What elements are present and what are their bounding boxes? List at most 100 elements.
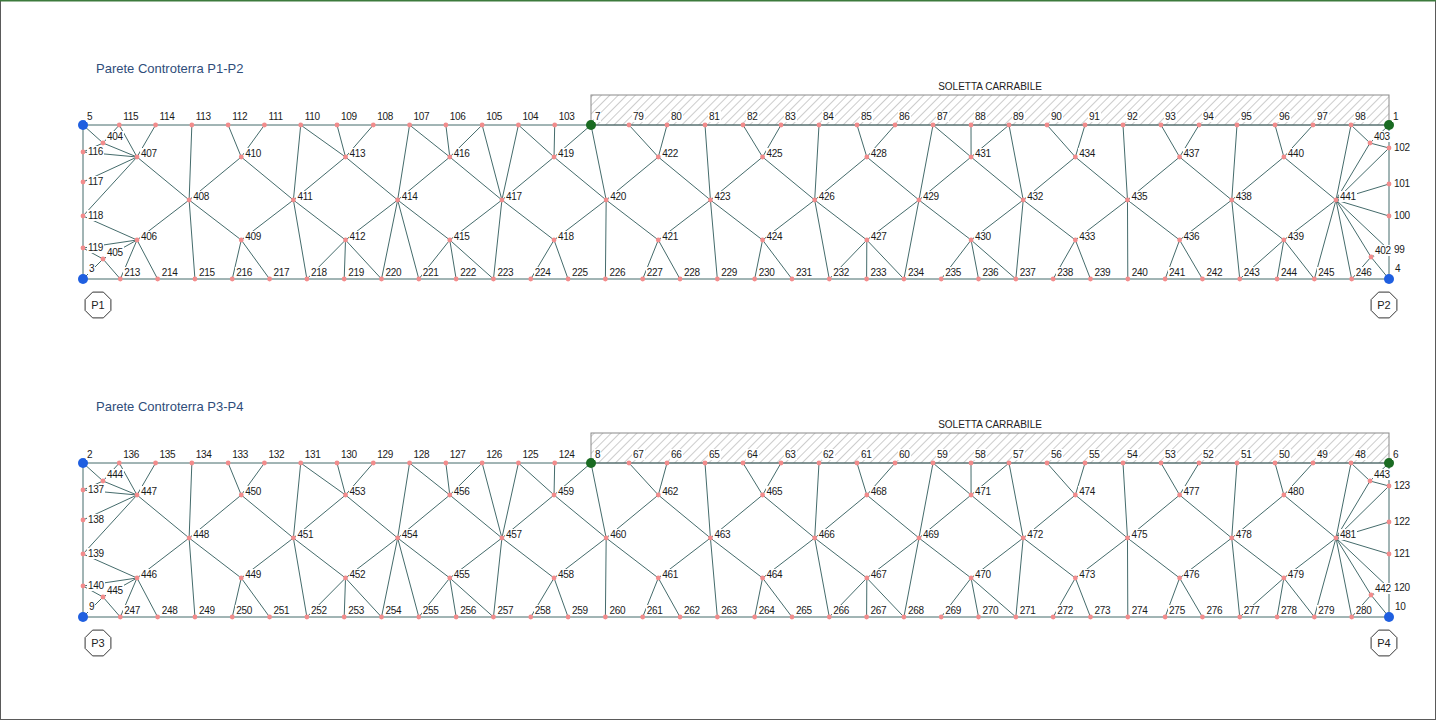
node-number: 9 (88, 601, 95, 612)
mesh-edge (710, 538, 762, 578)
mesh-edge (933, 463, 971, 495)
mesh-node-dot (656, 238, 661, 243)
mesh-edge (933, 125, 971, 157)
node-number: 101 (1393, 178, 1411, 189)
node-number: 81 (708, 111, 721, 122)
node-number: 94 (1202, 111, 1215, 122)
node-number: 441 (1339, 191, 1357, 202)
mesh-edge (410, 125, 450, 157)
node-number: 250 (235, 605, 253, 616)
mesh-node-dot (1369, 255, 1374, 260)
mesh-node-dot (528, 277, 533, 282)
mesh-node-dot (969, 576, 974, 581)
mesh-node-dot (917, 198, 922, 203)
mesh-node-dot (812, 536, 817, 541)
node-number: 59 (936, 449, 949, 460)
mesh-edge (189, 125, 192, 200)
mesh-node-dot (226, 461, 231, 466)
mesh-edge (1161, 125, 1180, 157)
mesh-node-dot (193, 615, 198, 620)
mesh-node-dot (117, 461, 122, 466)
node-number: 253 (347, 605, 365, 616)
node-number: 125 (521, 449, 539, 460)
node-number: 255 (422, 605, 440, 616)
mesh-edge (815, 538, 830, 617)
mesh-node-dot (812, 198, 817, 203)
mesh-node-dot (262, 123, 267, 128)
mesh-node-dot (193, 277, 198, 282)
mesh-edge (189, 538, 241, 578)
mesh-node-dot (1281, 238, 1286, 243)
node-number: 120 (1393, 582, 1411, 593)
mesh-edge (189, 538, 195, 617)
mesh-node-dot (760, 238, 765, 243)
node-number: 408 (192, 191, 210, 202)
node-number: 138 (87, 514, 105, 525)
mesh-node-dot (516, 123, 521, 128)
mesh-node-dot (371, 123, 376, 128)
mesh-node-dot (1045, 123, 1050, 128)
mesh-node-dot (817, 123, 822, 128)
mesh-edge (1314, 538, 1336, 617)
mesh-node-dot (715, 277, 720, 282)
mesh-edge (83, 463, 84, 617)
mesh-edge (1370, 481, 1389, 486)
mesh-edge (446, 463, 450, 495)
node-number: 55 (1088, 449, 1101, 460)
mesh-node-dot (827, 277, 832, 282)
mesh-edge (815, 200, 867, 240)
mesh-node-dot (118, 277, 123, 282)
wall-title: Parete Controterra P3-P4 (95, 399, 244, 414)
mesh-edge (1127, 200, 1128, 279)
mesh-node-dot (1273, 461, 1278, 466)
node-number: 403 (1373, 131, 1391, 142)
mesh-node-dot (893, 461, 898, 466)
mesh-edge (346, 578, 382, 617)
node-number: 276 (1205, 605, 1223, 616)
node-number: 259 (571, 605, 589, 616)
mesh-node-dot (855, 461, 860, 466)
mesh-node-dot (230, 277, 235, 282)
mesh-edge (815, 463, 819, 538)
support-node-dot (1384, 612, 1394, 622)
mesh-node-dot (1368, 141, 1373, 146)
node-number: 246 (1355, 267, 1373, 278)
node-number: 100 (1393, 210, 1411, 221)
node-number: 412 (349, 231, 367, 242)
node-number: 262 (683, 605, 701, 616)
node-number: 85 (860, 111, 873, 122)
mesh-edge (103, 481, 137, 495)
mesh-edge (337, 463, 346, 495)
mesh-edge (554, 240, 568, 279)
node-number: 406 (140, 231, 158, 242)
node-number: 256 (459, 605, 477, 616)
node-number: 242 (1205, 267, 1223, 278)
mesh-node-dot (379, 615, 384, 620)
mesh-node-dot (81, 246, 86, 251)
mesh-node-dot (1197, 123, 1202, 128)
mesh-node-dot (335, 123, 340, 128)
node-number: 51 (1240, 449, 1253, 460)
mesh-edge (1232, 125, 1237, 200)
mesh-edge (591, 463, 606, 538)
mesh-node-dot (1200, 277, 1205, 282)
pillar-label: P1 (83, 290, 113, 320)
node-number: 451 (296, 529, 314, 540)
mesh-edge (1127, 200, 1179, 240)
node-number: 10 (1394, 601, 1407, 612)
node-number: 49 (1316, 449, 1329, 460)
node-number: 217 (273, 267, 291, 278)
node-number: 136 (122, 449, 140, 460)
mesh-edge (1053, 240, 1075, 279)
node-number: 467 (870, 569, 888, 580)
mesh-node-dot (1088, 615, 1093, 620)
node-number: 455 (453, 569, 471, 580)
mesh-node-dot (239, 238, 244, 243)
mesh-edge (1314, 200, 1336, 279)
node-number: 126 (485, 449, 503, 460)
mesh-node-dot (187, 536, 192, 541)
mesh-node-dot (741, 123, 746, 128)
node-number: 1 (1392, 111, 1399, 122)
mesh-edge (658, 157, 710, 200)
mesh-node-dot (226, 123, 231, 128)
